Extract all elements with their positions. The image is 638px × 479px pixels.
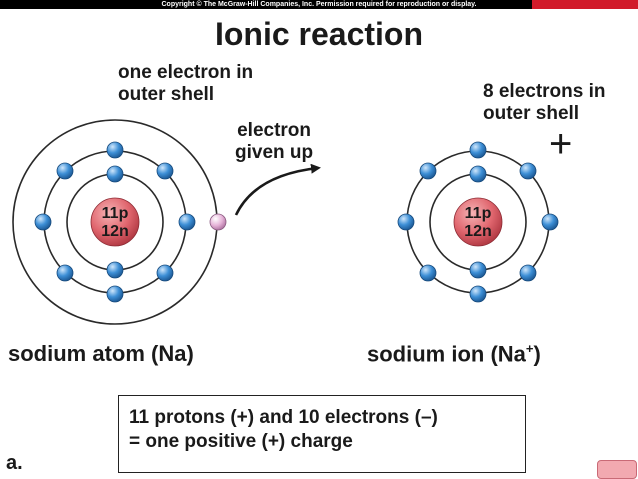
ion-nucleus: [453, 197, 503, 247]
sodium-atom: 11p 12n: [12, 119, 227, 325]
electron: [156, 264, 174, 282]
corner-accent: [532, 0, 638, 9]
electron: [419, 162, 437, 180]
ion-shell-label-line2: outer shell: [483, 103, 580, 124]
given-up-electron: [209, 213, 227, 231]
sodium-ion-label: sodium ion (Na+): [367, 341, 541, 367]
electron: [469, 165, 487, 183]
electron: [519, 162, 537, 180]
slide-nav-button[interactable]: [597, 460, 637, 479]
atom-shell-label-line1: one electron in: [118, 62, 254, 83]
electron: [56, 264, 74, 282]
electron: [519, 264, 537, 282]
electron: [106, 141, 124, 159]
ion-nucleus-neutrons: 12n: [464, 223, 492, 240]
electron: [469, 285, 487, 303]
arrow-label: electron given up: [235, 120, 313, 164]
atom-nucleus-neutrons: 12n: [101, 223, 129, 240]
electron: [106, 165, 124, 183]
charge-summary-line1: 11 protons (+) and 10 electrons (–): [129, 407, 438, 428]
positive-charge-symbol: +: [549, 122, 573, 166]
ion-shell-label-line1: 8 electrons in: [483, 81, 606, 102]
electron: [156, 162, 174, 180]
electron-transfer-arrow: [234, 163, 321, 216]
charge-summary-box: 11 protons (+) and 10 electrons (–) = on…: [118, 395, 526, 473]
electron: [106, 285, 124, 303]
atom-shell-label: one electron in outer shell: [118, 62, 253, 106]
sodium-ion-label-suffix: ): [533, 341, 541, 367]
ion-shell-label: 8 electrons in outer shell: [483, 81, 606, 125]
ion-electrons: [397, 141, 559, 303]
electron: [469, 261, 487, 279]
electron: [397, 213, 415, 231]
sodium-ion: 11p 12n: [397, 141, 559, 303]
sodium-ion-label-superscript: +: [525, 341, 534, 356]
header-bar: [0, 0, 638, 9]
electron: [469, 141, 487, 159]
atom-nucleus: [90, 197, 140, 247]
panel-letter: a.: [6, 452, 23, 474]
atom-electrons: [34, 141, 196, 303]
electron: [178, 213, 196, 231]
copyright-notice: Copyright © The McGraw-Hill Companies, I…: [161, 1, 477, 8]
electron: [56, 162, 74, 180]
electron: [34, 213, 52, 231]
charge-summary-line2: = one positive (+) charge: [129, 431, 353, 452]
electron: [106, 261, 124, 279]
sodium-ion-label-prefix: sodium ion (Na: [367, 341, 526, 367]
atom-nucleus-protons: 11p: [102, 205, 129, 222]
sodium-atom-label: sodium atom (Na): [8, 341, 194, 366]
ion-nucleus-protons: 11p: [465, 205, 492, 222]
electron: [541, 213, 559, 231]
electron: [419, 264, 437, 282]
arrow-label-line2: given up: [235, 142, 314, 163]
arrow-label-line1: electron: [237, 120, 312, 141]
atom-shell-label-line2: outer shell: [118, 84, 215, 105]
page-title: Ionic reaction: [214, 16, 424, 52]
